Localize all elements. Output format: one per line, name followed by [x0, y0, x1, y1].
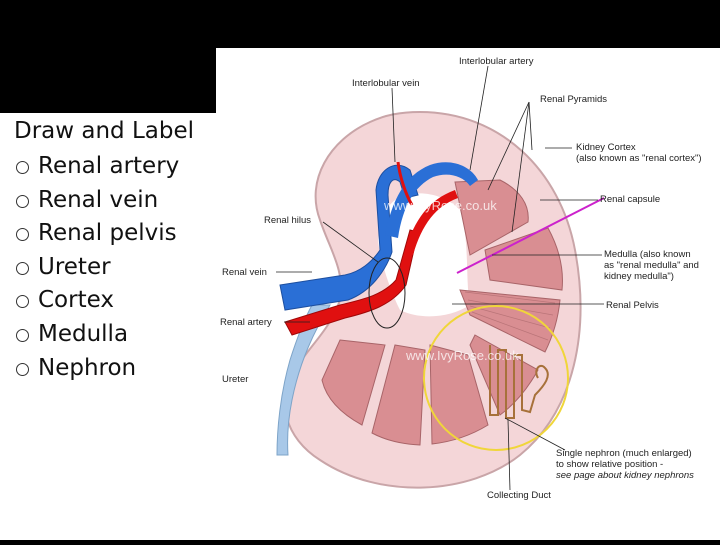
label-medulla: Medulla (also known [604, 249, 691, 260]
leader-line [322, 221, 379, 263]
renal-artery-branch [405, 190, 458, 255]
kidney-diagram: www.IvyRose.co.uk www.IvyRose.co.uk Inte… [220, 56, 702, 501]
circle-bullet-icon [16, 228, 29, 242]
circle-bullet-icon [16, 328, 29, 342]
label-medulla-note-2: kidney medulla") [604, 271, 674, 282]
label-nephron-note: to show relative position - [556, 459, 663, 470]
label-list: Renal artery Renal vein Renal pelvis Ure… [14, 150, 179, 385]
circle-bullet-icon [16, 362, 29, 376]
ureter [276, 304, 331, 456]
pyramid-4 [469, 334, 539, 416]
pyramid-1 [454, 179, 529, 256]
label-interlobular-vein: Interlobular vein [352, 78, 420, 89]
circle-bullet-icon [16, 261, 29, 275]
label-renal-vein: Renal vein [222, 267, 267, 278]
label-ureter: Ureter [222, 374, 248, 385]
leader-line [528, 101, 533, 151]
label-renal-capsule: Renal capsule [600, 194, 660, 205]
label-medulla-note: as "renal medulla" and [604, 260, 699, 271]
circle-bullet-icon [16, 194, 29, 208]
leader-line [504, 417, 566, 451]
leader-line [487, 101, 530, 191]
list-heading: Draw and Label [14, 118, 195, 144]
list-item-medulla: Medulla [14, 318, 179, 352]
hilus-marker [368, 257, 406, 329]
label-renal-hilus: Renal hilus [264, 215, 311, 226]
pyramid-7 [321, 339, 386, 426]
leader-line [469, 65, 489, 171]
label-nephron-link: see page about kidney nephrons [556, 470, 694, 481]
renal-pyramids [321, 179, 563, 446]
pyramid-3 [459, 289, 561, 353]
label-interlobular-artery: Interlobular artery [459, 56, 534, 67]
label-nephron: Single nephron (much enlarged) [556, 448, 692, 459]
label-renal-pyramids: Renal Pyramids [540, 94, 607, 105]
leader-line [511, 101, 530, 233]
nephron-tubule [489, 345, 549, 419]
medulla-pointer-line [456, 197, 605, 274]
pyramid-2 [484, 227, 563, 291]
list-item-renal-pelvis: Renal pelvis [14, 217, 179, 251]
circle-bullet-icon [16, 295, 29, 309]
content-area [0, 113, 216, 540]
list-item-cortex: Cortex [14, 284, 179, 318]
watermark: www.IvyRose.co.uk [405, 348, 519, 363]
nephron-highlight [423, 305, 569, 451]
watermark: www.IvyRose.co.uk [383, 198, 497, 213]
leader-line [507, 419, 511, 491]
circle-bullet-icon [16, 161, 29, 174]
pyramid-6 [371, 344, 426, 446]
interlobular-artery-vessel [396, 161, 414, 206]
list-item-renal-vein: Renal vein [14, 184, 179, 218]
list-item-renal-artery: Renal artery [14, 150, 179, 184]
pyramid-5 [429, 344, 489, 445]
leader-lines [276, 65, 604, 491]
striation-line [469, 305, 551, 329]
leader-line [391, 87, 396, 163]
list-item-nephron: Nephron [14, 352, 179, 386]
label-collecting-duct: Collecting Duct [487, 490, 551, 501]
label-kidney-cortex-note: (also known as "renal cortex") [576, 153, 702, 164]
label-renal-artery: Renal artery [220, 317, 272, 328]
label-kidney-cortex: Kidney Cortex [576, 142, 636, 153]
title-bar [0, 0, 216, 113]
kidney-diagram-panel: www.IvyRose.co.uk www.IvyRose.co.uk Inte… [216, 48, 720, 540]
striation-line [464, 291, 556, 304]
list-item-ureter: Ureter [14, 251, 179, 285]
label-renal-pelvis: Renal Pelvis [606, 300, 659, 311]
diagram-labels: Interlobular artery Interlobular vein Re… [220, 56, 702, 501]
renal-vein-branch [385, 162, 478, 238]
striation-line [471, 311, 549, 341]
